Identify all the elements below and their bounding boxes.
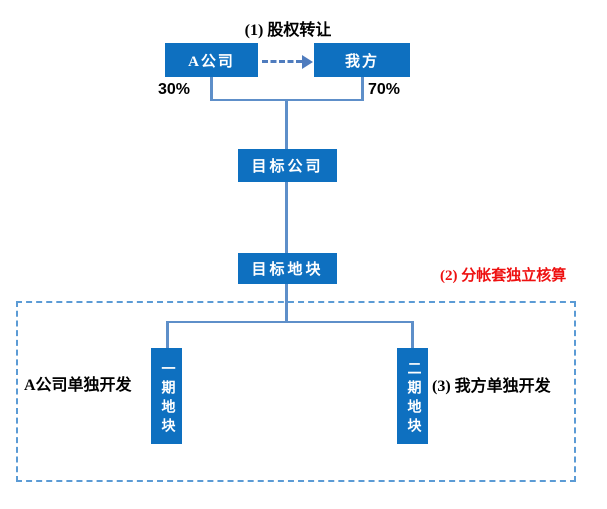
ownership-pct-right: 70% xyxy=(368,81,401,98)
diagram-heading: (1) 股权转让 xyxy=(244,22,332,39)
connector-to-target-plot xyxy=(285,182,288,253)
ownership-pct-left: 30% xyxy=(158,81,191,98)
node-phase1-plot: 一期地块 xyxy=(151,348,182,444)
development-region-border xyxy=(16,301,576,482)
connector-to-target-company xyxy=(285,99,288,149)
node-target-plot: 目标地块 xyxy=(238,253,337,284)
node-company-a: A公司 xyxy=(165,43,258,77)
node-phase2-plot: 二期地块 xyxy=(397,348,428,444)
transfer-arrow xyxy=(262,55,314,69)
connector-company-a-down xyxy=(210,77,213,101)
node-our-side: 我方 xyxy=(314,43,410,77)
transfer-arrow-dash xyxy=(262,60,302,63)
dev-label-company-a: A公司单独开发 xyxy=(24,377,132,394)
transfer-arrowhead-icon xyxy=(302,55,313,69)
connector-to-phase1 xyxy=(166,321,169,348)
dev-label-our-side: (3) 我方单独开发 xyxy=(432,378,551,395)
connector-target-plot-down xyxy=(285,284,288,323)
accounting-note: (2) 分帐套独立核算 xyxy=(440,268,567,284)
connector-bottom-horizontal xyxy=(166,321,414,323)
node-target-company: 目标公司 xyxy=(238,149,337,182)
connector-to-phase2 xyxy=(411,321,414,348)
connector-our-side-down xyxy=(361,77,364,101)
